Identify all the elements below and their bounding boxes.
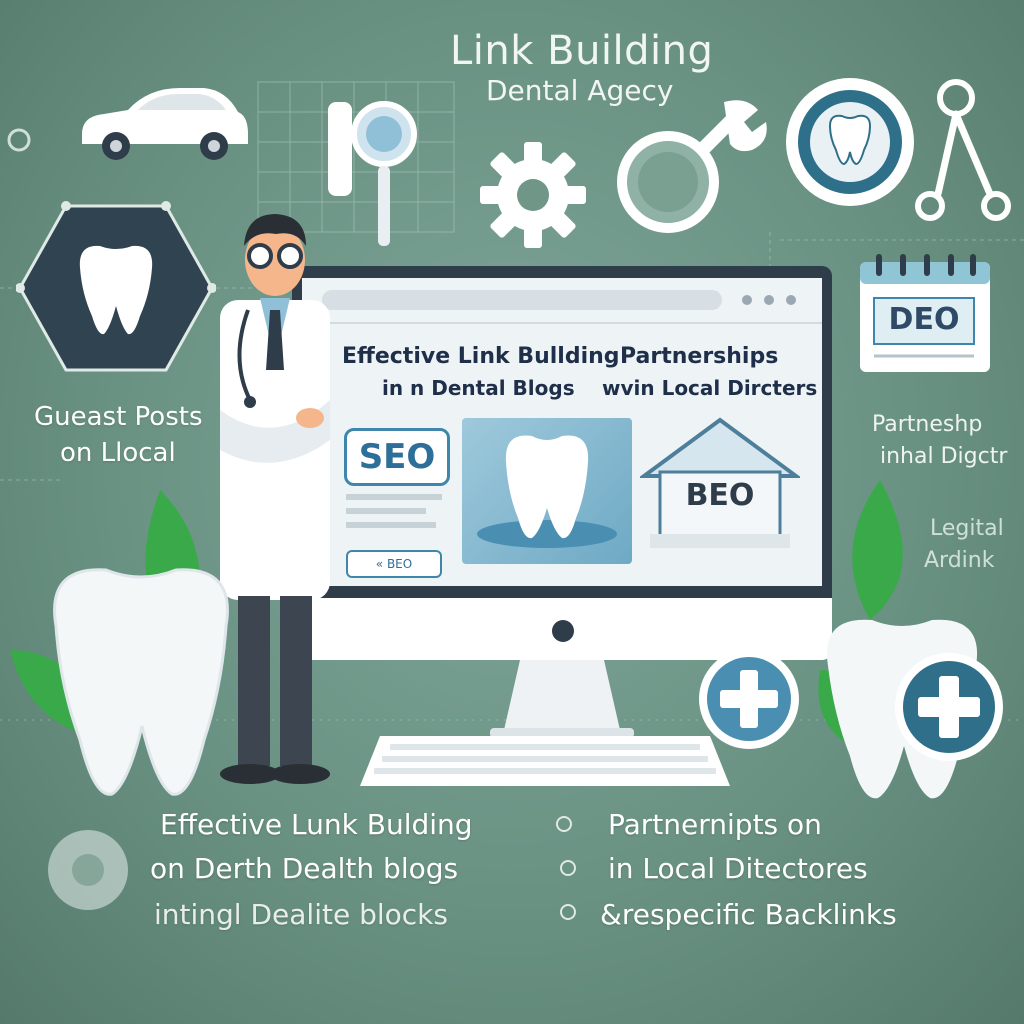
scissors-icon xyxy=(915,79,1011,221)
house-label: BEO xyxy=(685,478,755,513)
calendar-label: DEO xyxy=(888,302,960,337)
seo-badge: SEO xyxy=(344,428,450,486)
gear-icon xyxy=(480,142,586,248)
screen-heading-left-2: in n Dental Blogs xyxy=(382,376,575,400)
right-label-line1: Partneshp xyxy=(872,412,983,437)
browser-dot-icon xyxy=(742,295,752,305)
bottom-left-line1: Effective Lunk Bulding xyxy=(160,808,473,841)
small-gear-icon xyxy=(7,128,31,152)
left-label-line2: on Llocal xyxy=(60,438,176,468)
faint-gear-icon xyxy=(48,830,128,910)
address-bar[interactable] xyxy=(322,290,722,310)
browser-dot-icon xyxy=(786,295,796,305)
tooth-badge-icon xyxy=(786,78,914,206)
browser-dot-icon xyxy=(764,295,774,305)
monitor-stand xyxy=(490,660,634,738)
monitor-button-icon[interactable] xyxy=(552,620,574,642)
car-icon xyxy=(82,88,248,160)
page-subtitle: Dental Agecy xyxy=(486,74,674,107)
screen-heading-right-1: Partnerships xyxy=(620,344,779,369)
bullet-icon xyxy=(560,904,576,920)
screen-heading-right-2: wvin Local Dircters xyxy=(602,376,818,400)
bottom-right-line2: in Local Ditectores xyxy=(608,852,868,885)
bottom-left-line3: intingl Dealite blocks xyxy=(154,898,448,931)
hexagon-tooth-icon xyxy=(16,201,216,372)
tooth-banner xyxy=(462,418,632,564)
house-icon xyxy=(640,417,800,548)
left-label-line1: Gueast Posts xyxy=(34,402,203,432)
right-label-line3: Legital xyxy=(930,516,1004,541)
seo-small-button[interactable]: « BEO xyxy=(346,550,442,578)
plus-badge-icon-2 xyxy=(895,653,1003,761)
keyboard-icon[interactable] xyxy=(360,736,730,792)
bottom-right-line1: Partnernipts on xyxy=(608,808,822,841)
tooth-icon-large xyxy=(53,568,229,796)
bottom-right-line3: &respecific Backlinks xyxy=(600,898,897,931)
bullet-icon xyxy=(556,816,572,832)
magnifier-wrench-icon xyxy=(617,100,767,233)
right-label-line2: inhal Digctr xyxy=(880,444,1008,469)
screen-heading-left-1: Effective Link Bullding xyxy=(342,344,620,369)
page-title: Link Building xyxy=(450,28,714,74)
doctor-figure xyxy=(220,214,330,784)
dental-tool-icon xyxy=(328,101,417,246)
right-label-line4: Ardink xyxy=(924,548,995,573)
monitor-screen: Effective Link Bullding Partnerships in … xyxy=(302,278,822,586)
tooth-icon xyxy=(477,435,617,548)
calendar-icon xyxy=(860,254,990,372)
plus-badge-icon xyxy=(699,649,799,749)
bottom-left-line2: on Derth Dealth blogs xyxy=(150,852,459,885)
bullet-icon xyxy=(560,860,576,876)
